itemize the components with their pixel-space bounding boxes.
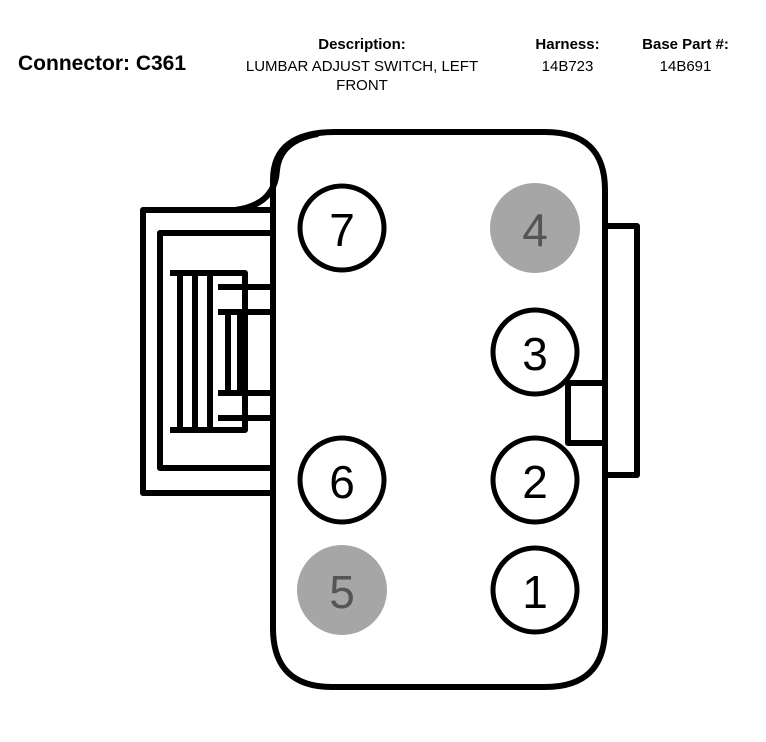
latch-housing-outer bbox=[140, 207, 273, 496]
pin-5-label: 5 bbox=[329, 566, 355, 618]
right-tab bbox=[605, 223, 640, 478]
pin-2-label: 2 bbox=[522, 456, 548, 508]
connector-hood bbox=[234, 131, 319, 213]
pin-3-label: 3 bbox=[522, 328, 548, 380]
pin-7-label: 7 bbox=[329, 204, 355, 256]
pin-1-circle bbox=[490, 545, 580, 635]
right-key bbox=[565, 380, 605, 446]
pin-6-circle bbox=[297, 435, 387, 525]
description-value: LUMBAR ADJUST SWITCH, LEFT FRONT bbox=[245, 58, 479, 94]
harness-title: Harness: bbox=[535, 36, 600, 53]
pin-3-circle bbox=[490, 307, 580, 397]
harness-value: 14B723 bbox=[541, 58, 594, 75]
pin-6-label: 6 bbox=[329, 456, 355, 508]
pin-4-label: 4 bbox=[522, 204, 548, 256]
pin-2-circle bbox=[490, 435, 580, 525]
latch-housing-inner bbox=[157, 230, 273, 471]
pin-1-label: 1 bbox=[522, 566, 548, 618]
latch-slot bbox=[218, 309, 276, 396]
base-part-value: 14B691 bbox=[659, 58, 712, 75]
pin-4-circle bbox=[490, 183, 580, 273]
base-part-block: Base Part #: 14B691 bbox=[628, 36, 743, 76]
connector-title: Connector: C361 bbox=[18, 52, 187, 75]
base-part-title: Base Part #: bbox=[642, 36, 729, 53]
harness-block: Harness: 14B723 bbox=[520, 36, 615, 76]
description-title: Description: bbox=[318, 36, 406, 53]
description-block: Description: LUMBAR ADJUST SWITCH, LEFT … bbox=[222, 36, 502, 95]
pin-5-circle bbox=[297, 545, 387, 635]
pin-7-circle bbox=[297, 183, 387, 273]
